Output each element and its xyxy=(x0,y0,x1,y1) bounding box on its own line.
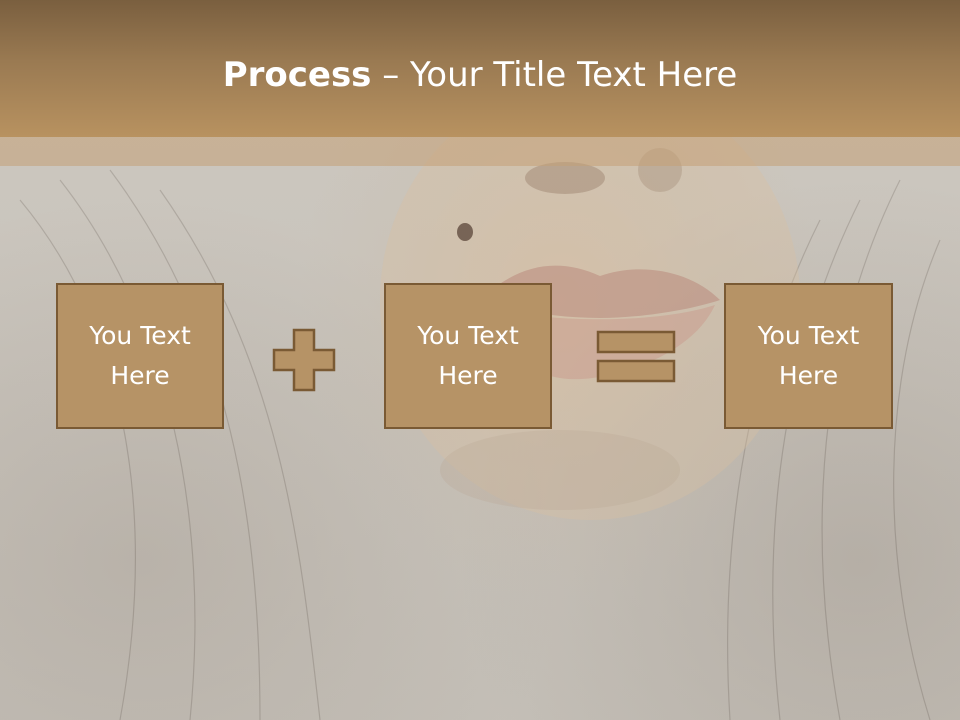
title-header-band xyxy=(0,0,960,137)
process-box-3[interactable]: You Text Here xyxy=(724,283,893,429)
title-rest-part: – Your Title Text Here xyxy=(371,55,738,95)
box-line-2: Here xyxy=(110,361,170,390)
process-box-2[interactable]: You Text Here xyxy=(384,283,552,429)
box-line-1: You Text xyxy=(417,321,519,350)
header-accent-strip xyxy=(0,137,960,166)
box-line-2: Here xyxy=(778,361,839,390)
box-line-1: You Text xyxy=(757,321,860,350)
title-bold-part: Process xyxy=(222,55,372,95)
process-box-text: You Text Here xyxy=(65,316,215,396)
process-box-1[interactable]: You Text Here xyxy=(56,283,224,429)
process-box-text: You Text Here xyxy=(393,316,543,396)
box-line-1: You Text xyxy=(89,321,191,350)
process-box-text: You Text Here xyxy=(734,316,884,396)
equals-icon xyxy=(596,330,676,383)
box-line-2: Here xyxy=(438,361,498,390)
slide-title[interactable]: Process – Your Title Text Here xyxy=(0,50,960,100)
plus-icon xyxy=(272,328,336,392)
